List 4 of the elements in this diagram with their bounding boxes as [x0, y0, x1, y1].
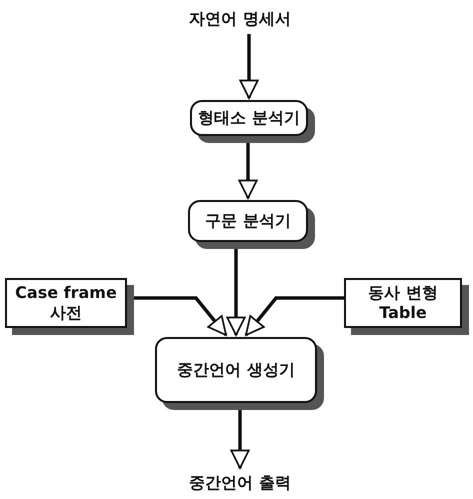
arrow: [239, 34, 259, 99]
arrow: [244, 296, 344, 336]
text-label: 중간언어 출력: [188, 473, 292, 493]
text-label: 자연어 명세서: [188, 9, 292, 29]
